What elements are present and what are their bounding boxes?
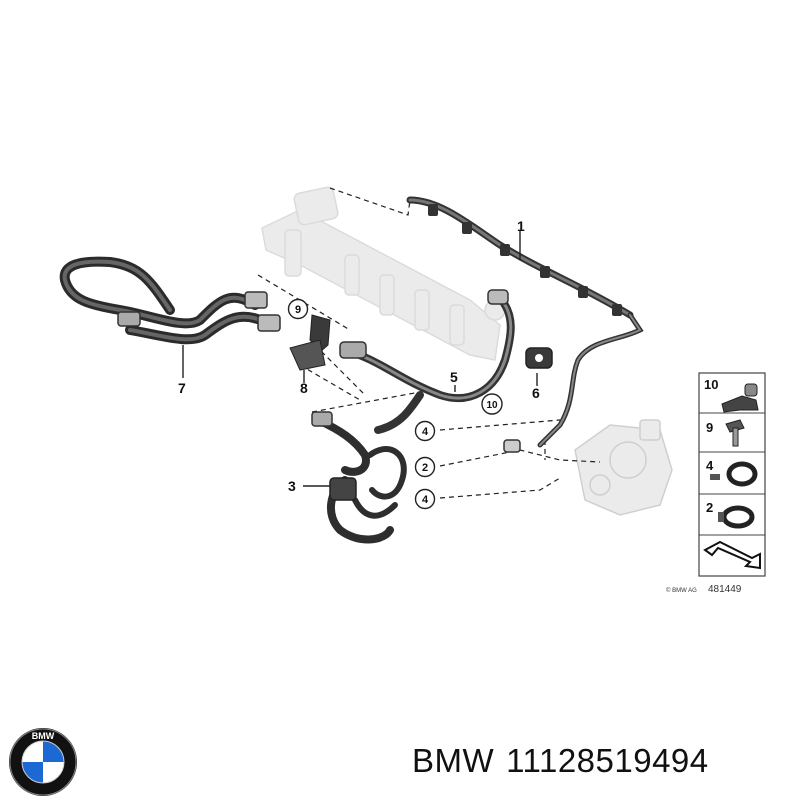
hose-clamp-icon [710, 461, 758, 487]
bolt-icon [725, 419, 745, 447]
legend-number-9: 9 [706, 420, 713, 435]
brand-name: BMW [412, 742, 495, 779]
part-1-tube [406, 196, 644, 448]
part-number: 11128519494 [506, 742, 709, 779]
fuel-rail-ghost [261, 186, 506, 361]
svg-text:4: 4 [422, 426, 429, 438]
clip-icon [721, 383, 759, 413]
svg-text:10: 10 [486, 400, 498, 411]
part-1-clips [428, 204, 622, 316]
leader-lines [257, 187, 601, 499]
clamp-icon [718, 505, 755, 529]
legend-number-2: 2 [706, 500, 713, 515]
callout-3: 3 [288, 478, 296, 494]
callout-8: 8 [300, 380, 308, 396]
part-8-bracket [289, 314, 331, 371]
callout-2-circle: 2 [414, 456, 436, 478]
callout-10-circle: 10 [481, 393, 503, 415]
legend-number-10: 10 [704, 377, 718, 392]
callout-4a-circle: 4 [414, 420, 436, 442]
svg-text:4: 4 [422, 494, 429, 506]
part-6-gasket [525, 347, 553, 369]
callout-6: 6 [532, 385, 540, 401]
part-7-hose [59, 256, 281, 345]
part-5-line [339, 289, 515, 434]
callout-7: 7 [178, 380, 186, 396]
callout-5: 5 [450, 369, 458, 385]
bmw-logo-letters: BMW [32, 731, 55, 741]
arrow-icon [703, 540, 761, 570]
part-3-line [311, 411, 521, 544]
svg-text:2: 2 [422, 462, 428, 474]
diagram-id: 481449 [708, 584, 742, 595]
callout-leaders [182, 230, 538, 487]
svg-text:9: 9 [295, 304, 301, 316]
pump-ghost [574, 419, 673, 516]
parts-legend: 10 9 4 2 [698, 372, 766, 577]
product-title: BMW 11128519494 [412, 736, 792, 786]
copyright-text: © BMW AG [666, 587, 697, 594]
callout-9-circle: 9 [287, 298, 309, 320]
bmw-logo: BMW [9, 728, 77, 796]
callout-1: 1 [517, 218, 525, 234]
legend-number-4: 4 [706, 458, 714, 473]
callout-4b-circle: 4 [414, 488, 436, 510]
bmw-roundel [21, 740, 65, 784]
